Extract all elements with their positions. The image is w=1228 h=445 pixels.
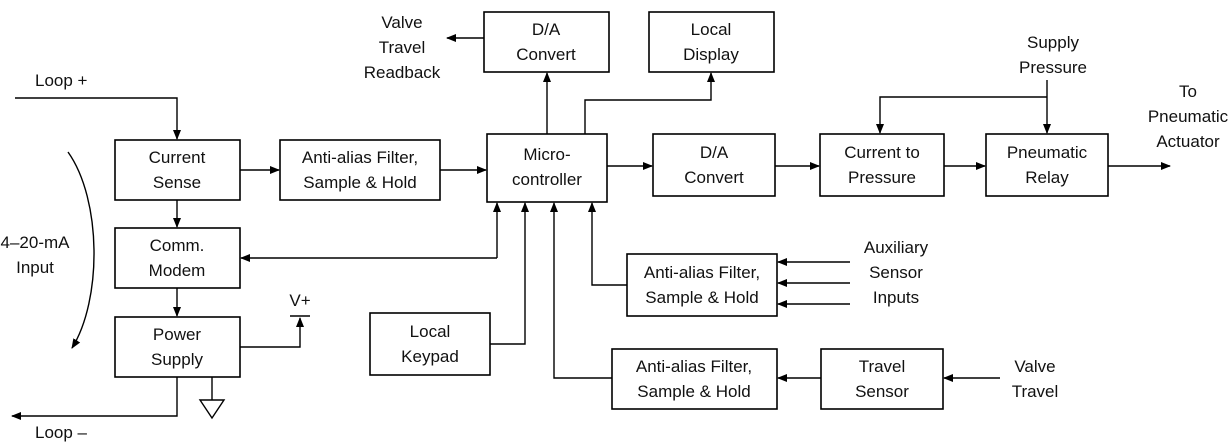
aux-filter-to-micro-arrow <box>588 202 627 286</box>
supply-pressure-line2: Pressure <box>1019 58 1087 77</box>
micro-to-display-arrow <box>584 72 715 134</box>
auxiliary-sensor-inputs-line3: Inputs <box>873 288 919 307</box>
svg-text:controller: controller <box>512 170 582 189</box>
svg-text:Sample & Hold: Sample & Hold <box>303 173 416 192</box>
svg-text:Anti-alias Filter,: Anti-alias Filter, <box>636 357 752 376</box>
valve-travel-line2: Travel <box>1012 382 1059 401</box>
svg-text:Sense: Sense <box>153 173 201 192</box>
comm-modem-block: Comm. Modem <box>114 227 241 289</box>
svg-text:Convert: Convert <box>684 168 744 187</box>
svg-text:Local: Local <box>410 322 451 341</box>
svg-text:D/A: D/A <box>700 143 729 162</box>
valve-travel-readback-line1: Valve <box>381 13 422 32</box>
svg-text:Local: Local <box>691 20 732 39</box>
svg-text:Current to: Current to <box>844 143 920 162</box>
to-pneumatic-actuator-line3: Actuator <box>1156 132 1220 151</box>
svg-text:Display: Display <box>683 45 739 64</box>
svg-text:Sample & Hold: Sample & Hold <box>637 382 750 401</box>
da-convert-mid-block: D/A Convert <box>652 133 776 197</box>
local-keypad-block: Local Keypad <box>369 312 491 376</box>
travel-filter-to-micro-arrow <box>550 202 612 379</box>
svg-text:Pressure: Pressure <box>848 168 916 187</box>
supply-to-ip-arrow <box>876 96 1047 134</box>
svg-text:Power: Power <box>153 325 202 344</box>
input-4-20-label-line1: 4–20-mA <box>1 233 71 252</box>
svg-text:D/A: D/A <box>532 20 561 39</box>
valve-travel-line1: Valve <box>1014 357 1055 376</box>
svg-text:Convert: Convert <box>516 45 576 64</box>
current-sense-block: Current Sense <box>114 139 241 201</box>
svg-text:Sample & Hold: Sample & Hold <box>645 288 758 307</box>
loop-minus-wire <box>11 377 178 420</box>
svg-text:Travel: Travel <box>859 357 906 376</box>
svg-text:Keypad: Keypad <box>401 347 459 366</box>
local-display-block: Local Display <box>648 11 775 73</box>
anti-alias-filter-aux-block: Anti-alias Filter, Sample & Hold <box>626 253 778 317</box>
svg-text:Sensor: Sensor <box>855 382 909 401</box>
loop-plus-label: Loop + <box>35 71 88 90</box>
anti-alias-filter-main-block: Anti-alias Filter, Sample & Hold <box>279 139 441 201</box>
anti-alias-filter-travel-block: Anti-alias Filter, Sample & Hold <box>611 348 778 410</box>
v-plus-wire <box>240 317 304 348</box>
loop-plus-wire <box>15 97 181 140</box>
valve-travel-readback-line3: Readback <box>364 63 441 82</box>
to-pneumatic-actuator-line1: To <box>1179 82 1197 101</box>
microcontroller-block: Micro- controller <box>486 133 608 203</box>
svg-text:Modem: Modem <box>149 261 206 280</box>
svg-text:Supply: Supply <box>151 350 203 369</box>
svg-text:Pneumatic: Pneumatic <box>1007 143 1088 162</box>
to-pneumatic-actuator-line2: Pneumatic <box>1148 107 1228 126</box>
input-4-20-label-line2: Input <box>16 258 54 277</box>
power-supply-block: Power Supply <box>114 316 241 378</box>
supply-pressure-line1: Supply <box>1027 33 1079 52</box>
svg-text:Anti-alias Filter,: Anti-alias Filter, <box>302 148 418 167</box>
auxiliary-sensor-inputs-line1: Auxiliary <box>864 238 929 257</box>
svg-text:Micro-: Micro- <box>523 145 570 164</box>
v-plus-label: V+ <box>289 291 310 310</box>
auxiliary-sensor-inputs-line2: Sensor <box>869 263 923 282</box>
current-to-pressure-block: Current to Pressure <box>819 133 945 197</box>
svg-text:Anti-alias Filter,: Anti-alias Filter, <box>644 263 760 282</box>
svg-text:Current: Current <box>149 148 206 167</box>
pneumatic-relay-block: Pneumatic Relay <box>985 133 1109 197</box>
travel-sensor-block: Travel Sensor <box>820 348 944 410</box>
svg-text:Comm.: Comm. <box>150 236 205 255</box>
input-loop-curve-arrow <box>67 151 95 349</box>
svg-text:Relay: Relay <box>1025 168 1069 187</box>
da-convert-top-block: D/A Convert <box>483 11 610 73</box>
ground-icon <box>198 377 226 420</box>
keypad-to-micro-arrow <box>490 202 529 345</box>
loop-minus-label: Loop – <box>35 423 88 442</box>
valve-travel-readback-line2: Travel <box>379 38 426 57</box>
